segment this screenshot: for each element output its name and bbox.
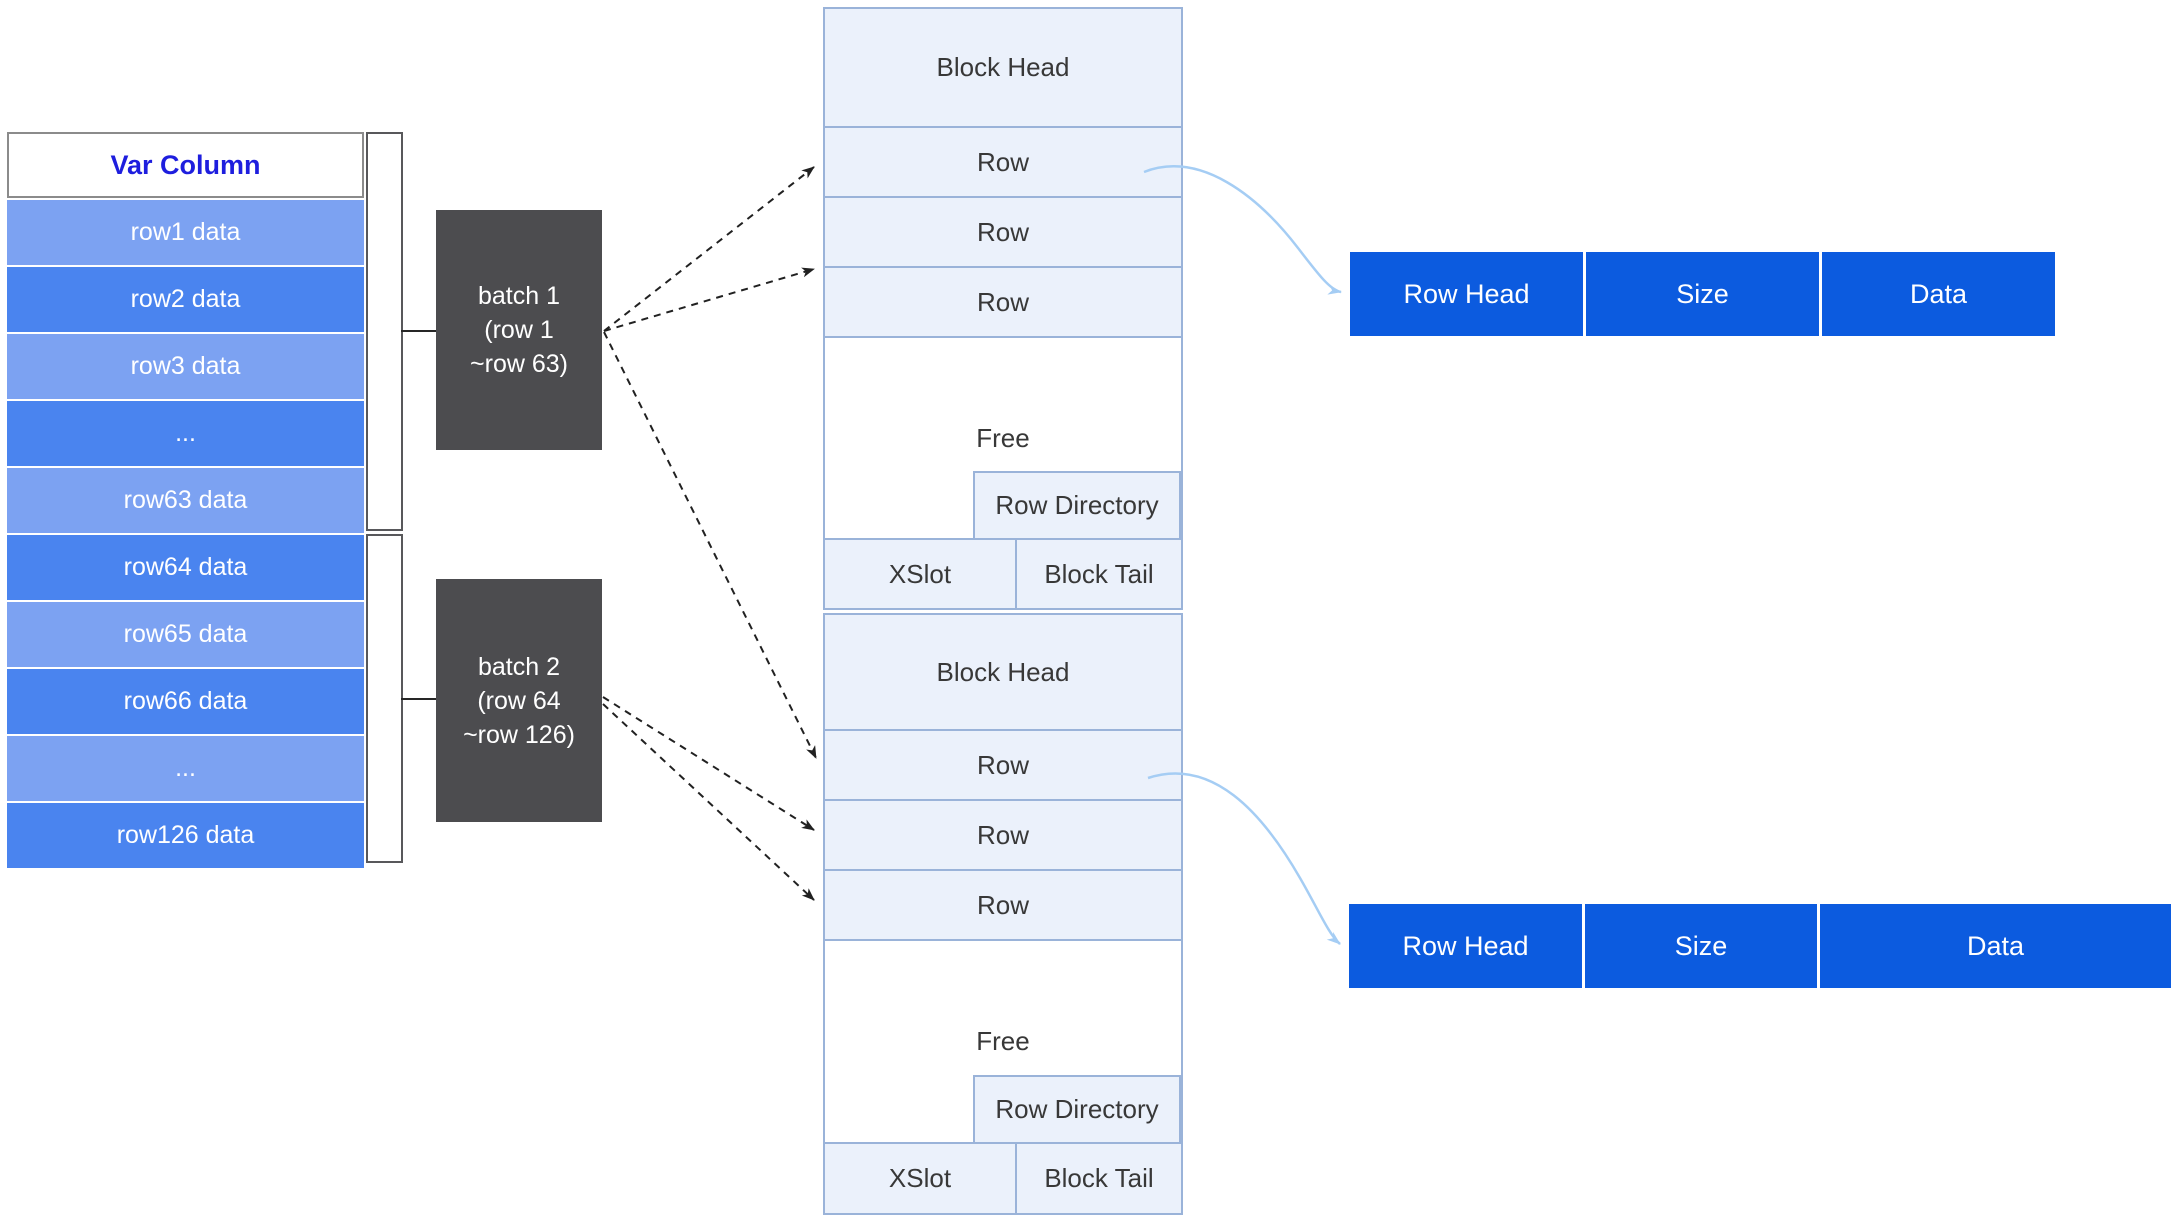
arrow-batch1-to-block1-row1: [603, 166, 815, 332]
data-label: Data: [1966, 930, 2025, 961]
block1-footer: XSlot Block Tail: [825, 538, 1181, 608]
block2-tail: Block Tail: [1017, 1144, 1181, 1213]
bracket-batch1-group: [366, 132, 403, 531]
size-label: Size: [1676, 278, 1729, 309]
size-label: Size: [1674, 930, 1728, 961]
table-row-row66: row66 data: [7, 669, 364, 734]
table-row-row65: row65 data: [7, 602, 364, 667]
row-structure-bar1: Row Head Size Data: [1350, 252, 2055, 336]
block-row-label: Row: [976, 819, 1029, 850]
batch1-line1: batch 1: [477, 282, 560, 310]
row-label: ...: [175, 419, 196, 447]
table-row-row3: row3 data: [7, 334, 364, 399]
row-label: row66 data: [123, 687, 248, 715]
block-row-label: Row: [976, 286, 1029, 317]
table-row-ellipsis-1: ...: [7, 401, 364, 466]
row-label: row3 data: [130, 352, 241, 380]
block1-row2: Row: [825, 196, 1181, 266]
row-label: row65 data: [123, 620, 248, 648]
row-head-label: Row Head: [1402, 930, 1529, 961]
table-row-row1: row1 data: [7, 200, 364, 265]
block1-row-directory: Row Directory: [973, 471, 1181, 540]
table-row-row2: row2 data: [7, 267, 364, 332]
table-row-row63: row63 data: [7, 468, 364, 533]
batch2-line3: ~row 126): [463, 720, 575, 749]
bracket-batch2-connector: [401, 698, 437, 700]
batch1-line2: (row 1: [484, 316, 554, 344]
batch2-box: batch 2 (row 64 ~row 126): [436, 579, 602, 822]
block-head-label: Block Head: [936, 656, 1070, 687]
batch2-line2: (row 64: [477, 686, 561, 715]
block-row-label: Row: [976, 749, 1029, 780]
row-directory-label: Row Directory: [995, 1094, 1159, 1124]
batch2-line1: batch 2: [477, 652, 560, 681]
table-row-ellipsis-2: ...: [7, 736, 364, 801]
row-label: ...: [175, 754, 196, 782]
bar2-data-cell: Data: [1820, 904, 2171, 988]
block1-xslot: XSlot: [825, 540, 1017, 608]
block2-footer: XSlot Block Tail: [825, 1142, 1181, 1213]
block2: Block Head Row Row Row Free XSlot Block …: [823, 613, 1183, 1215]
block1-head: Block Head: [825, 9, 1181, 126]
row-label: row126 data: [116, 821, 255, 849]
arrow-batch2-to-block2-row2: [602, 696, 815, 831]
block1-row1: Row: [825, 126, 1181, 196]
data-label: Data: [1909, 278, 1968, 309]
free-label: Free: [976, 422, 1030, 453]
row-directory-label: Row Directory: [995, 490, 1159, 520]
batch1-box: batch 1 (row 1 ~row 63): [436, 210, 602, 450]
block2-row1: Row: [825, 729, 1181, 799]
free-label: Free: [976, 1026, 1030, 1056]
block2-row2: Row: [825, 799, 1181, 869]
arrow-batch1-to-block2-row1: [603, 331, 817, 759]
block2-head: Block Head: [825, 615, 1181, 729]
row-label: row1 data: [130, 218, 241, 246]
bracket-batch1-connector: [401, 330, 437, 332]
row-structure-bar2: Row Head Size Data: [1349, 904, 2171, 988]
var-column-header: Var Column: [7, 132, 364, 198]
xslot-label: XSlot: [888, 558, 952, 589]
block-row-label: Row: [976, 216, 1029, 247]
block-head-label: Block Head: [936, 52, 1070, 82]
bar1-size-cell: Size: [1586, 252, 1819, 336]
bracket-batch2-group: [366, 534, 403, 863]
batch1-line3: ~row 63): [470, 350, 568, 378]
block1: Block Head Row Row Row Free XSlot Block …: [823, 7, 1183, 610]
bar1-row-head-cell: Row Head: [1350, 252, 1583, 336]
block-row-label: Row: [976, 146, 1029, 177]
row-label: row64 data: [123, 553, 248, 581]
bar2-row-head-cell: Row Head: [1349, 904, 1582, 988]
table-row-row64: row64 data: [7, 535, 364, 600]
arrow-batch1-to-block1-row3: [603, 267, 815, 332]
arrow-batch2-to-block2-row3: [602, 703, 815, 901]
xslot-label: XSlot: [888, 1163, 952, 1193]
block2-row-directory: Row Directory: [973, 1075, 1181, 1144]
bar1-data-cell: Data: [1822, 252, 2055, 336]
block2-row3: Row: [825, 869, 1181, 939]
row-head-label: Row Head: [1403, 278, 1530, 309]
block-tail-label: Block Tail: [1044, 558, 1154, 589]
table-row-row126: row126 data: [7, 803, 364, 868]
block-row-label: Row: [976, 889, 1029, 920]
block2-xslot: XSlot: [825, 1144, 1017, 1213]
block1-row3: Row: [825, 266, 1181, 336]
var-column-title: Var Column: [110, 149, 261, 180]
block1-tail: Block Tail: [1017, 540, 1181, 608]
bar2-size-cell: Size: [1585, 904, 1817, 988]
block-tail-label: Block Tail: [1044, 1163, 1154, 1193]
row-label: row63 data: [123, 486, 248, 514]
row-label: row2 data: [130, 285, 241, 313]
